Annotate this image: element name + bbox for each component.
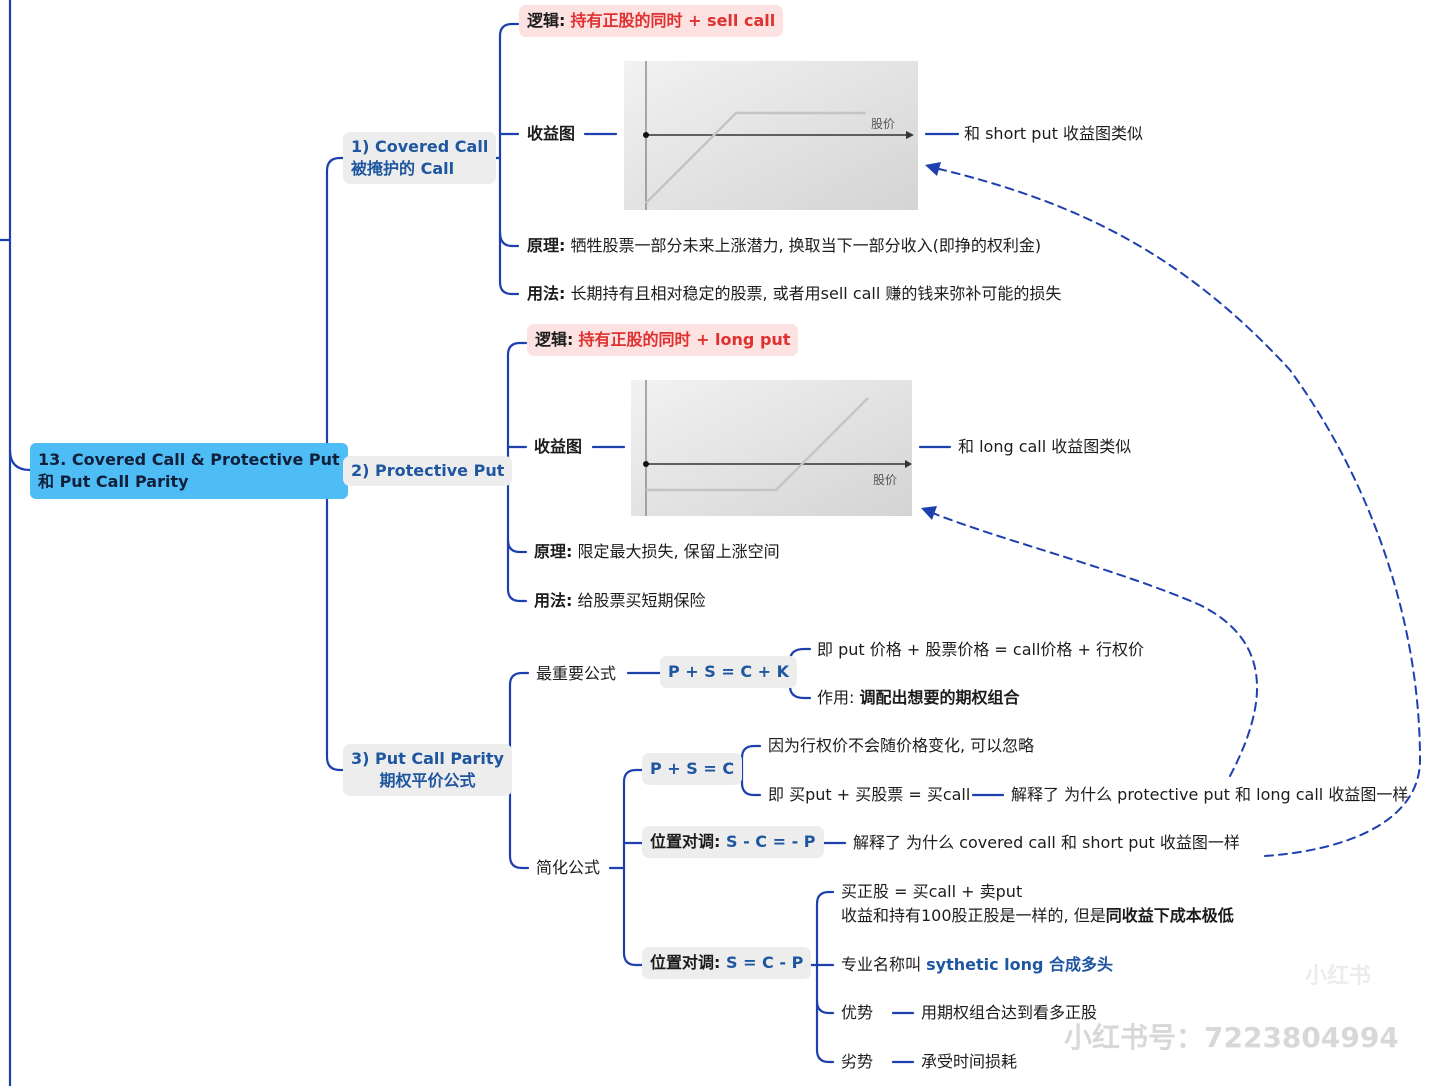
advantage-label[interactable]: 优势 (841, 1003, 874, 1022)
protective-put-payoff-note[interactable]: 和 long call 收益图类似 (958, 437, 1132, 456)
swap1-formula: S - C = - P (725, 832, 816, 851)
formula-swap-1[interactable]: 位置对调: S - C = - P (642, 826, 824, 858)
protective-put-payoff-label[interactable]: 收益图 (534, 437, 583, 456)
root-title-line2: 和 Put Call Parity (38, 472, 189, 491)
branch-put-call-parity[interactable]: 3) Put Call Parity 期权平价公式 (343, 744, 512, 796)
protective-put-explanation[interactable]: 解释了 为什么 protective put 和 long call 收益图一样 (1011, 785, 1409, 804)
covered-call-payoff-label[interactable]: 收益图 (527, 124, 576, 143)
most-important-formula-label[interactable]: 最重要公式 (536, 664, 617, 683)
principle-value: 牺牲股票一部分未来上涨潜力, 换取当下一部分收入(即挣的权利金) (570, 236, 1042, 255)
payoff-line (645, 111, 866, 204)
formula-simple[interactable]: P + S = C (642, 753, 743, 785)
protective-put-principle[interactable]: 原理: 限定最大损失, 保留上涨空间 (534, 542, 780, 562)
disadvantage-label[interactable]: 劣势 (841, 1052, 874, 1071)
effect-label: 作用: (817, 688, 855, 707)
usage-label: 用法: (534, 591, 573, 610)
covered-call-title: 1) Covered Call (351, 137, 489, 156)
logic-value: 持有正股的同时 + sell call (570, 11, 776, 30)
formula-main-text: P + S = C + K (668, 662, 790, 681)
cost-note-bold: 同收益下成本极低 (1105, 906, 1234, 925)
logic-label: 逻辑: (527, 11, 566, 30)
chart-background (631, 380, 912, 516)
covered-call-usage[interactable]: 用法: 长期持有且相对稳定的股票, 或者用sell call 赚的钱来弥补可能的… (527, 284, 1061, 304)
formula-simple-text: P + S = C (650, 759, 735, 778)
root-topic[interactable]: 13. Covered Call & Protective Put 和 Put … (30, 443, 348, 499)
swap-label: 位置对调: (650, 953, 721, 972)
principle-label: 原理: (527, 236, 566, 255)
advantage-value[interactable]: 用期权组合达到看多正股 (921, 1003, 1098, 1022)
axis-label: 股价 (873, 473, 897, 487)
axis-label: 股价 (871, 117, 895, 131)
simplified-formula-label[interactable]: 简化公式 (536, 858, 601, 877)
covered-call-payoff-chart: 股价 (624, 61, 918, 210)
origin-dot (643, 461, 649, 467)
usage-value: 长期持有且相对稳定的股票, 或者用sell call 赚的钱来弥补可能的损失 (570, 284, 1062, 303)
cost-note-text: 收益和持有100股正股是一样的, 但是 (841, 906, 1106, 925)
principle-label: 原理: (534, 542, 573, 561)
disadvantage-value[interactable]: 承受时间损耗 (921, 1052, 1018, 1071)
usage-label: 用法: (527, 284, 566, 303)
watermark-id: 小红书号：7223804994 (1064, 1021, 1399, 1054)
protective-put-usage[interactable]: 用法: 给股票买短期保险 (534, 591, 706, 611)
swap-label: 位置对调: (650, 832, 721, 851)
synthetic-equivalence[interactable]: 买正股 = 买call + 卖put (841, 882, 1023, 901)
formula-main[interactable]: P + S = C + K (660, 656, 798, 688)
covered-call-principle[interactable]: 原理: 牺牲股票一部分未来上涨潜力, 换取当下一部分收入(即挣的权利金) (527, 236, 1041, 256)
logic-value: 持有正股的同时 + long put (578, 330, 791, 349)
effect-value: 调配出想要的期权组合 (859, 688, 1020, 707)
synthetic-name-pre: 专业名称叫 (841, 955, 922, 974)
protective-put-logic[interactable]: 逻辑: 持有正股的同时 + long put (527, 324, 799, 356)
watermark-brand: 小红书 (1305, 964, 1372, 989)
payoff-line (646, 397, 869, 492)
covered-call-logic[interactable]: 逻辑: 持有正股的同时 + sell call (519, 5, 784, 37)
formula-effect[interactable]: 作用: 调配出想要的期权组合 (817, 688, 1020, 708)
x-axis-arrow (905, 460, 912, 468)
protective-put-payoff-chart: 股价 (631, 380, 912, 516)
covered-call-payoff-note[interactable]: 和 short put 收益图类似 (964, 124, 1143, 143)
synthetic-name[interactable]: 专业名称叫 sythetic long 合成多头 (841, 955, 1113, 975)
x-axis-arrow (906, 131, 914, 139)
parity-title: 3) Put Call Parity (351, 749, 504, 768)
logic-label: 逻辑: (535, 330, 574, 349)
buy-equivalence-note[interactable]: 即 买put + 买股票 = 买call (768, 785, 971, 804)
branch-protective-put[interactable]: 2) Protective Put (343, 456, 513, 486)
synthetic-cost-note[interactable]: 收益和持有100股正股是一样的, 但是同收益下成本极低 (841, 906, 1234, 926)
root-title-line1: 13. Covered Call & Protective Put (38, 450, 340, 469)
formula-main-explanation[interactable]: 即 put 价格 + 股票价格 = call价格 + 行权价 (817, 640, 1144, 659)
usage-value: 给股票买短期保险 (577, 591, 706, 610)
covered-call-subtitle: 被掩护的 Call (351, 159, 455, 178)
principle-value: 限定最大损失, 保留上涨空间 (577, 542, 780, 561)
covered-call-explanation[interactable]: 解释了 为什么 covered call 和 short put 收益图一样 (853, 833, 1240, 852)
protective-put-title: 2) Protective Put (351, 461, 505, 480)
ignore-strike-note[interactable]: 因为行权价不会随价格变化, 可以忽略 (768, 736, 1035, 755)
swap2-formula: S = C - P (725, 953, 804, 972)
synthetic-name-value: sythetic long 合成多头 (926, 955, 1114, 974)
origin-dot (643, 132, 649, 138)
branch-covered-call[interactable]: 1) Covered Call 被掩护的 Call (343, 132, 497, 184)
formula-swap-2[interactable]: 位置对调: S = C - P (642, 947, 812, 979)
parity-subtitle: 期权平价公式 (379, 771, 476, 790)
